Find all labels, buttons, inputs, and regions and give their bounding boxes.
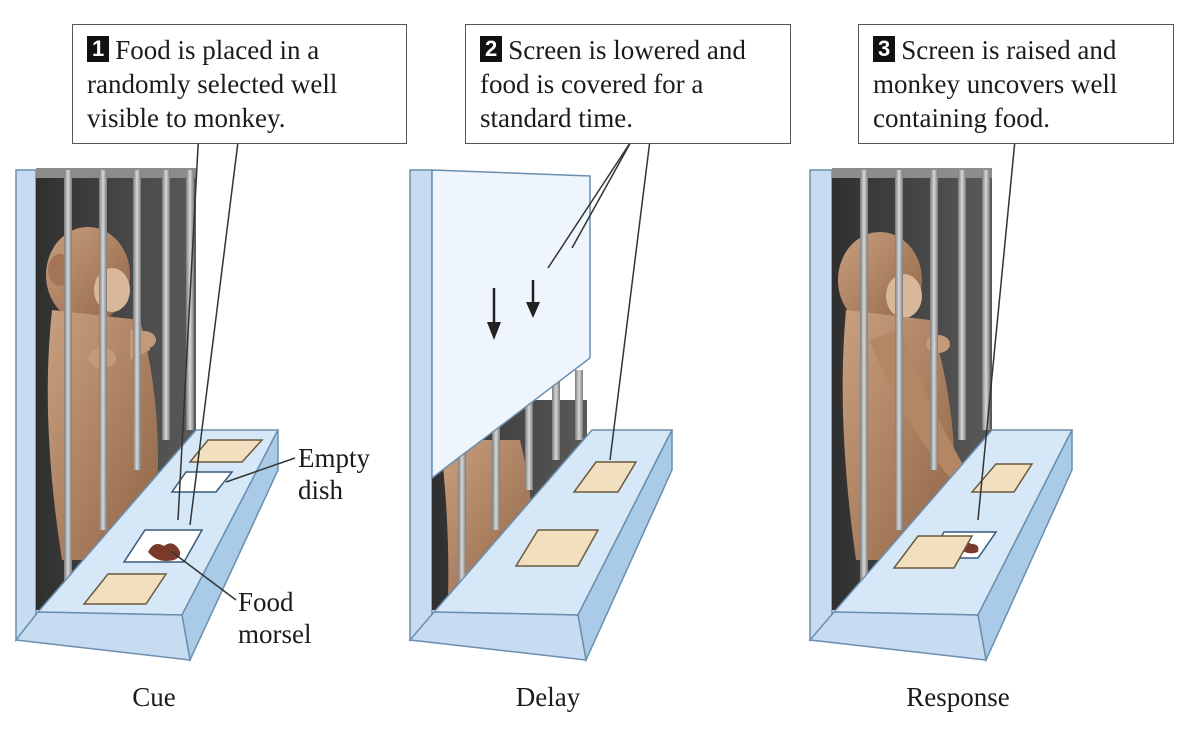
cage-bars: [832, 168, 992, 610]
callout-line: standard time.: [480, 103, 633, 133]
food-dish-cover: [82, 573, 168, 605]
caption-cue: Cue: [132, 682, 176, 712]
label-empty-dish: Empty dish: [298, 443, 370, 505]
cage-bars: [458, 370, 583, 610]
callout-line: randomly selected well: [87, 69, 338, 99]
cage-side-wall: [409, 169, 433, 642]
step-number-badge: 3: [873, 36, 896, 62]
cage-side-wall: [15, 169, 37, 643]
callout-line: food is covered for a: [480, 69, 704, 99]
caption-delay: Delay: [515, 682, 581, 712]
opaque-screen: [431, 169, 591, 480]
dish-cover: [514, 529, 600, 567]
food-morsel: [148, 543, 181, 561]
dish-cover: [892, 535, 974, 569]
dish-cover: [572, 461, 638, 493]
empty-dish-cover: [188, 439, 264, 463]
callout-line: monkey uncovers well: [873, 69, 1118, 99]
panel-response: [808, 139, 1074, 663]
callout-line: containing food.: [873, 103, 1050, 133]
down-arrow: [487, 288, 501, 340]
step-number-badge: 1: [87, 36, 110, 62]
callout-line: visible to monkey.: [87, 103, 286, 133]
panel-cue: [14, 109, 296, 663]
down-arrow: [526, 280, 540, 318]
label-food-morsel: Food morsel: [238, 587, 312, 649]
dish-cover: [970, 463, 1034, 493]
step-number-badge: 2: [480, 36, 503, 62]
empty-dish: [170, 471, 234, 493]
caption-response: Response: [906, 682, 1010, 712]
panel-delay: [408, 139, 674, 663]
cage-side-wall: [809, 169, 833, 642]
